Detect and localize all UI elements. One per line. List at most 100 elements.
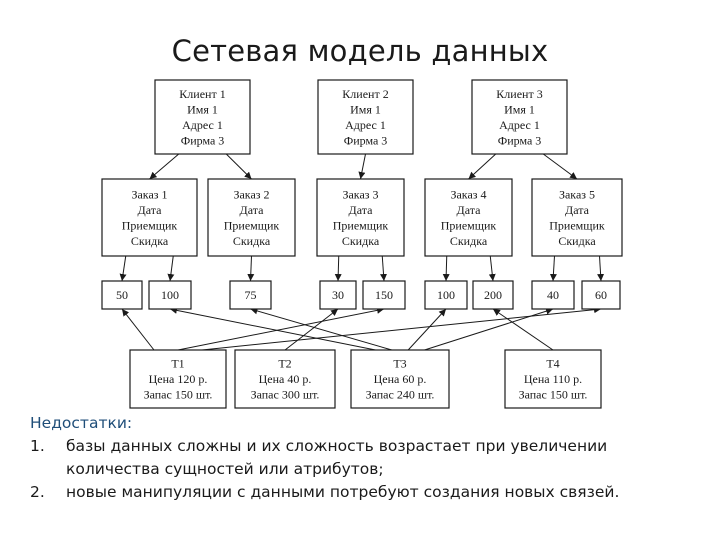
client-box-text: Фирма 3: [344, 133, 388, 147]
page-title: Сетевая модель данных: [171, 34, 549, 68]
order-box-text: Приемщик: [333, 218, 389, 232]
client-box-frame: [154, 79, 251, 155]
quantity-box-text: 30: [332, 288, 344, 302]
quantity-box-q150: 150: [362, 280, 406, 310]
quantity-box-frame: [319, 280, 357, 310]
quantity-box-frame: [101, 280, 143, 310]
drawback-item-1: 1. базы данных сложны и их сложность воз…: [30, 435, 700, 481]
quantity-box-text: 200: [484, 288, 502, 302]
link-o3-q150: [380, 255, 388, 282]
link-t2-q30: [284, 308, 339, 351]
product-box-text: Цена 110 р.: [524, 372, 582, 386]
drawback-text: новые манипуляции с данными потребуют со…: [66, 483, 620, 501]
link-t3-q75: [250, 307, 392, 351]
quantity-box-q100a: 100: [148, 280, 192, 310]
quantity-box-frame: [148, 280, 192, 310]
drawbacks-section: Недостатки: 1. базы данных сложны и их с…: [30, 412, 700, 504]
product-box-text: Т3: [393, 357, 406, 371]
client-box-text: Имя 1: [350, 102, 381, 116]
order-box-text: Скидка: [558, 234, 596, 248]
quantity-box-frame: [362, 280, 406, 310]
link-o5-q60: [597, 255, 605, 282]
quantity-box-q30: 30: [319, 280, 357, 310]
quantity-box-frame: [472, 280, 514, 310]
quantity-box-q60: 60: [581, 280, 621, 310]
order-box-frame: [531, 178, 623, 257]
order-box-text: Приемщик: [224, 218, 280, 232]
link-o5-q40: [549, 255, 557, 282]
product-box-text: Т4: [546, 357, 559, 371]
order-box-text: Приемщик: [549, 218, 605, 232]
product-box-text: Т2: [278, 357, 291, 371]
order-box-text: Приемщик: [441, 218, 497, 232]
link-o4-q100b: [442, 255, 450, 282]
client-box-text: Адрес 1: [345, 118, 386, 132]
drawback-number: 2.: [30, 483, 45, 501]
product-box-frame: [350, 349, 450, 409]
order-box-text: Приемщик: [122, 218, 178, 232]
client-box-text: Адрес 1: [182, 118, 223, 132]
order-box-text: Заказ 2: [233, 187, 269, 201]
product-box-text: Запас 150 шт.: [144, 388, 213, 402]
drawbacks-caption: Недостатки:: [30, 414, 133, 432]
product-box-text: Цена 120 р.: [149, 372, 208, 386]
order-box-text: Дата: [138, 203, 163, 217]
quantity-box-q100b: 100: [424, 280, 468, 310]
quantity-box-q40: 40: [531, 280, 575, 310]
client-box-text: Клиент 2: [342, 87, 388, 101]
link-t4-q200: [492, 308, 554, 351]
product-box-text: Т1: [171, 357, 184, 371]
quantity-box-frame: [531, 280, 575, 310]
quantity-box-text: 60: [595, 288, 607, 302]
link-o4-q200: [488, 255, 496, 282]
link-t3-q40: [424, 307, 554, 351]
drawback-text: базы данных сложны и их сложность возрас…: [66, 437, 608, 478]
quantity-box-frame: [229, 280, 272, 310]
link-o1-q50: [119, 255, 127, 282]
order-box-text: Дата: [457, 203, 482, 217]
link-o1-q100a: [167, 255, 175, 282]
link-t1-q150: [177, 306, 385, 351]
client-box-text: Адрес 1: [499, 118, 540, 132]
order-box-text: Заказ 3: [342, 187, 378, 201]
quantity-box-text: 50: [116, 288, 128, 302]
quantity-box-q75: 75: [229, 280, 272, 310]
link-t3-q100a: [169, 306, 376, 351]
product-box-text: Запас 150 шт.: [519, 388, 588, 402]
link-c3-o5: [542, 153, 578, 180]
order-box-text: Дата: [240, 203, 265, 217]
link-o2-q75: [247, 255, 255, 282]
link-t3-q100b: [407, 308, 447, 351]
order-box-text: Заказ 1: [131, 187, 167, 201]
client-box-text: Имя 1: [187, 102, 218, 116]
order-box-text: Дата: [349, 203, 374, 217]
quantity-box-text: 40: [547, 288, 559, 302]
link-t1-q50: [121, 308, 155, 351]
drawback-item-2: 2. новые манипуляции с данными потребуют…: [30, 481, 700, 504]
client-box-text: Фирма 3: [498, 133, 542, 147]
order-box-text: Скидка: [131, 234, 169, 248]
quantity-box-text: 100: [161, 288, 179, 302]
order-box-frame: [424, 178, 513, 257]
order-box-text: Заказ 5: [559, 187, 595, 201]
client-box-text: Клиент 1: [179, 87, 225, 101]
product-box-text: Запас 240 шт.: [366, 388, 435, 402]
drawback-number: 1.: [30, 437, 45, 455]
order-box-frame: [101, 178, 198, 257]
client-box-text: Фирма 3: [181, 133, 225, 147]
quantity-box-text: 100: [437, 288, 455, 302]
link-c3-o4: [468, 153, 497, 180]
order-box-frame: [316, 178, 405, 257]
link-lines: [119, 153, 605, 351]
link-c1-o2: [225, 153, 252, 180]
